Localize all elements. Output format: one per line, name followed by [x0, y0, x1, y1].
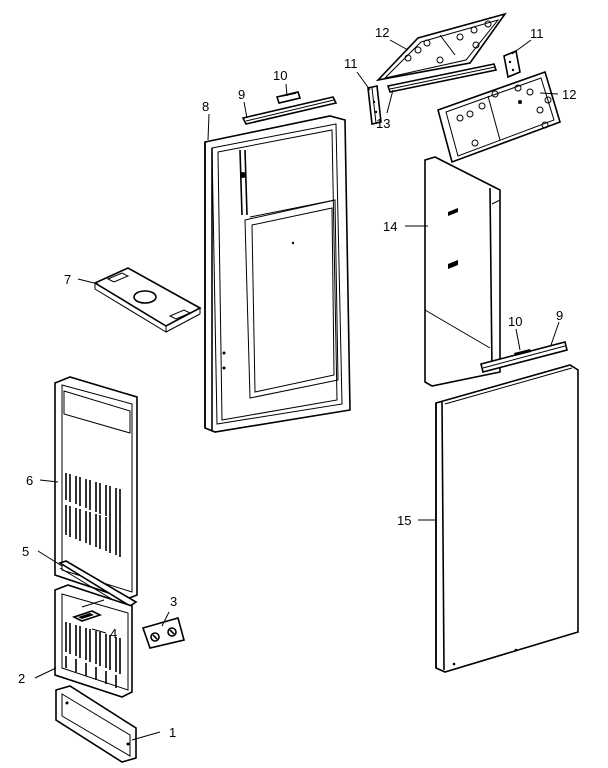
part-2-lower-front-panel	[54, 584, 133, 698]
part-8-cabinet-frame	[204, 115, 351, 433]
part-13-strip	[386, 63, 498, 93]
part-14-rear-panel	[424, 156, 501, 387]
part-1-kick-plate	[55, 685, 137, 763]
callout-14: 14	[383, 219, 397, 234]
callout-10-left: 10	[273, 68, 287, 83]
part-9-top-strip-left	[241, 96, 338, 125]
callout-9-right: 9	[556, 308, 563, 323]
part-10-clip-right	[514, 349, 531, 356]
callout-12-lower: 12	[562, 87, 576, 102]
callout-6: 6	[26, 473, 33, 488]
callout-7: 7	[64, 272, 71, 287]
callout-5: 5	[22, 544, 29, 559]
part-11-bracket-right	[503, 49, 521, 79]
part-7-bracket	[93, 267, 202, 333]
part-12-top-cover-lower	[437, 70, 561, 164]
callout-1: 1	[169, 725, 176, 740]
part-12-top-cover-upper	[375, 12, 507, 82]
callout-9-left: 9	[238, 87, 245, 102]
callout-12-upper: 12	[375, 25, 389, 40]
part-6-upper-front-panel	[54, 376, 138, 600]
part-11-bracket-left	[367, 85, 382, 125]
callout-15: 15	[397, 513, 411, 528]
part-10-clip-left	[275, 91, 302, 104]
callout-3: 3	[170, 594, 177, 609]
leader-lines	[34, 39, 560, 741]
callout-2: 2	[18, 671, 25, 686]
part-3-hardware	[141, 617, 185, 649]
callout-11-right: 11	[530, 26, 544, 41]
part-4-handle	[71, 599, 105, 622]
part-15-side-panel	[435, 364, 579, 673]
callout-11-left: 11	[344, 56, 358, 71]
callout-8: 8	[202, 99, 209, 114]
callout-13: 13	[376, 116, 390, 131]
callout-labels: 1 2 3 4 5 6 7 8 9 10 11 12 13 11 12 14 1…	[18, 25, 576, 740]
callout-4: 4	[110, 626, 117, 641]
part-9-strip-right	[480, 341, 568, 373]
callout-10-right: 10	[508, 314, 522, 329]
